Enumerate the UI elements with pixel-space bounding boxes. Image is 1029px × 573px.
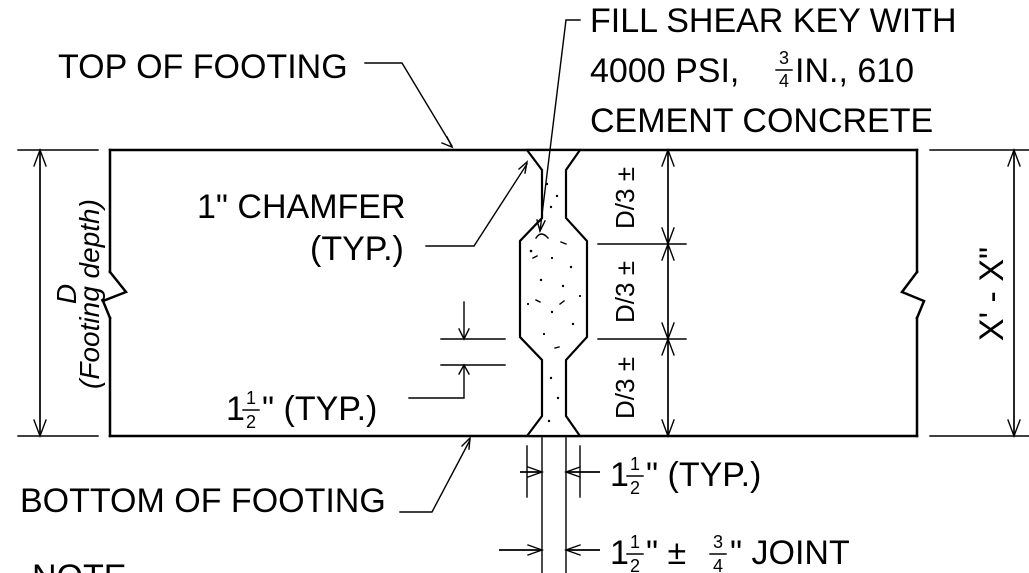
bottom-of-footing-label: BOTTOM OF FOOTING — [20, 482, 386, 520]
right-dimension-bottom-arrow — [1007, 419, 1021, 438]
d-third-label-bottom: D/3 ± — [610, 357, 640, 419]
fill-shear-key-line-1: FILL SHEAR KEY WITH — [590, 2, 957, 40]
fill-shear-key-line-2-prefix: 4000 PSI, — [590, 52, 739, 90]
d-third-label-middle: D/3 ± — [610, 261, 640, 323]
fill-shear-key-line-2-suffix: IN., 610 — [795, 52, 914, 90]
top-of-footing-label: TOP OF FOOTING — [58, 48, 348, 86]
note-label: NOTE — [32, 558, 126, 573]
third-dimension-arrows — [661, 148, 675, 438]
joint-half-den: 2 — [630, 556, 640, 573]
concrete-stipple — [526, 182, 582, 423]
top-of-footing-leader — [364, 62, 453, 147]
joint-suffix: " JOINT — [730, 534, 850, 572]
typ-bottom-label: " (TYP.) — [646, 456, 761, 494]
stipple-marks — [532, 241, 567, 349]
three-quarter-den: 4 — [779, 71, 789, 91]
right-dimension-label: X' - X" — [973, 247, 1011, 341]
fill-shear-key-leader — [539, 19, 581, 232]
top-of-footing-arrow — [441, 136, 454, 149]
bottom-of-footing-leader — [399, 439, 471, 513]
typ-bottom-whole: 1 — [610, 456, 629, 494]
chamfer-leader — [425, 163, 528, 247]
typ-left-frac-den: 2 — [246, 412, 256, 432]
right-dimension-top-arrow — [1007, 148, 1021, 167]
fill-shear-key-arrow — [536, 219, 546, 233]
fill-shear-key-arrow-tail — [535, 233, 549, 239]
fill-shear-key-line-3: CEMENT CONCRETE — [590, 102, 933, 140]
joint-whole: 1 — [610, 534, 629, 572]
three-quarter-num: 3 — [779, 48, 789, 68]
typ-bottom-frac-den: 2 — [630, 478, 640, 498]
typ-left-frac-num: 1 — [246, 388, 256, 408]
left-break-symbol — [101, 270, 129, 320]
joint-pm-label: " ± — [646, 534, 686, 572]
typ-left-label: " (TYP.) — [262, 390, 377, 428]
typ-bottom-frac-num: 1 — [630, 454, 640, 474]
left-dimension-note: (Footing depth) — [74, 199, 105, 389]
d-third-label-top: D/3 ± — [610, 167, 640, 229]
footing-depth-bottom-arrow — [33, 419, 47, 438]
footing-depth-top-arrow — [33, 148, 47, 167]
typ-left-leader — [408, 364, 465, 399]
typ-bottom-arrows — [527, 466, 581, 478]
chamfer-label-line-1: 1" CHAMFER — [197, 188, 406, 226]
typ-left-whole: 1 — [226, 390, 245, 428]
bottom-of-footing-arrow — [461, 436, 471, 450]
joint-three-quarter-num: 3 — [713, 532, 723, 552]
joint-three-quarter-den: 4 — [713, 556, 723, 573]
joint-half-num: 1 — [630, 532, 640, 552]
right-break-symbol — [900, 270, 926, 320]
chamfer-label-line-2: (TYP.) — [310, 230, 404, 268]
left-dimension-label: D — [51, 284, 82, 304]
joint-arrows — [527, 544, 581, 556]
shear-key-concrete — [518, 148, 589, 438]
chamfer-arrow — [518, 160, 529, 174]
